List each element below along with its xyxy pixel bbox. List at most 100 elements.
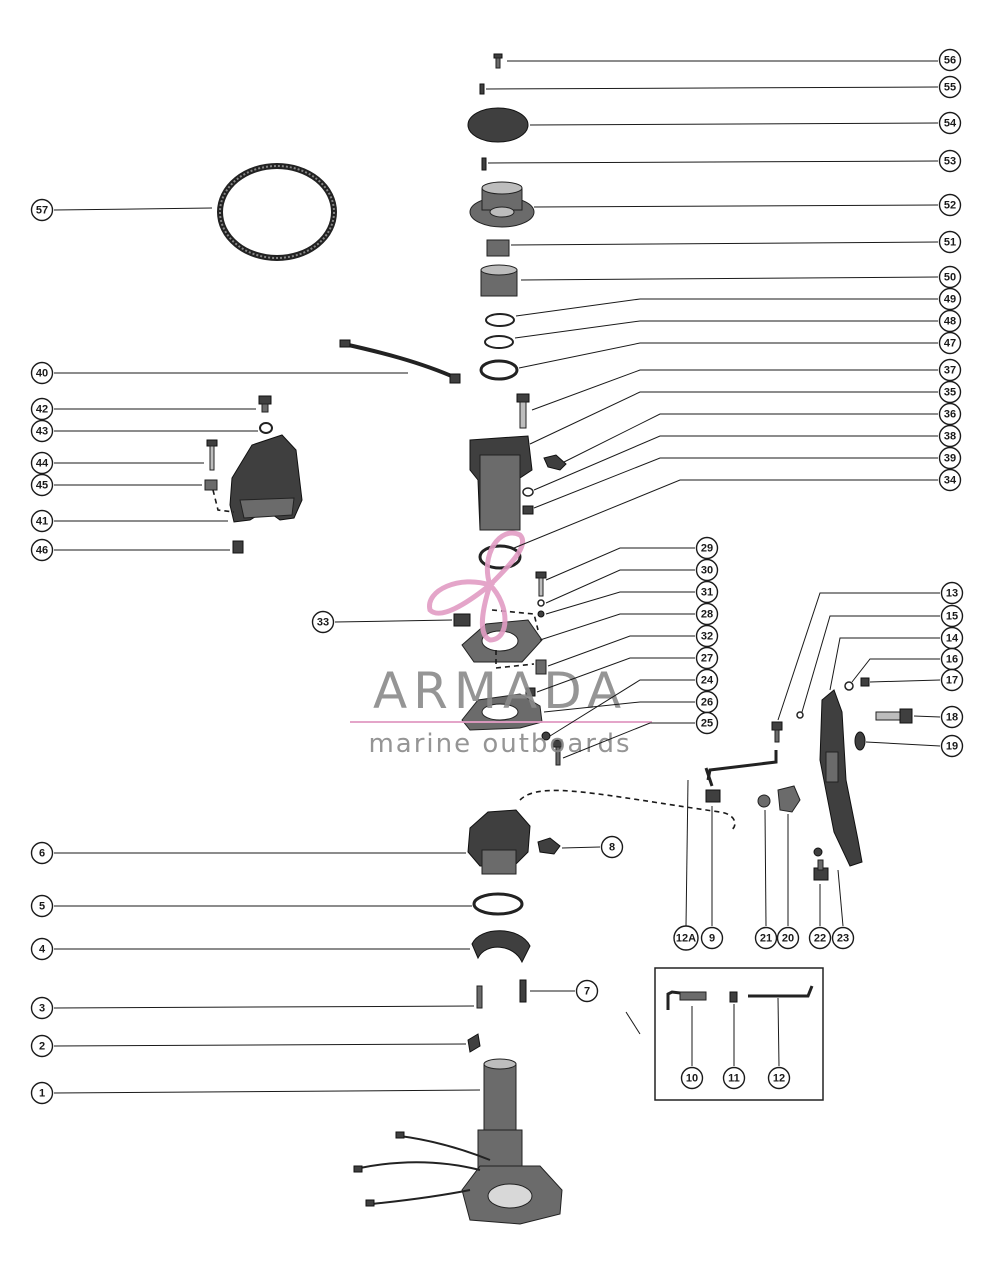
watermark-brand: ARMADA: [373, 662, 627, 720]
callout-bubbles: 5655545352515049484737353638393457404243…: [30, 48, 964, 1105]
callout-label: 27: [701, 653, 713, 665]
part-14-throttle-arm: [819, 689, 863, 867]
callout-30: 30: [695, 558, 719, 582]
callout-label: 22: [814, 933, 826, 945]
callout-label: 43: [36, 426, 48, 438]
callout-label: 53: [944, 156, 956, 168]
callout-circle: [673, 925, 699, 951]
part-17-nut: [860, 677, 870, 687]
part-9-dashed-link: [519, 789, 736, 831]
part-41-dashed-link: [212, 489, 235, 513]
callout-54: 54: [938, 111, 962, 135]
part-28-dashed-link: [491, 609, 539, 669]
callout-label: 28: [701, 609, 713, 621]
callout-circle: [600, 835, 624, 859]
callout-circle: [30, 538, 54, 562]
part-5-o-ring: [472, 892, 524, 916]
part-48-snap-ring: [484, 335, 514, 349]
callout-label: 45: [36, 480, 48, 492]
callout-29: 29: [695, 536, 719, 560]
callout-label: 5: [39, 901, 45, 913]
callout-label: 23: [837, 933, 849, 945]
callout-8: 8: [600, 835, 624, 859]
callout-circle: [30, 473, 54, 497]
callout-circle: [30, 361, 54, 385]
part-23-stud: [813, 859, 829, 881]
callout-label: 1: [39, 1088, 45, 1100]
callout-1: 1: [30, 1081, 54, 1105]
callout-label: 30: [701, 565, 713, 577]
callout-47: 47: [938, 331, 962, 355]
callout-label: 12A: [676, 933, 696, 945]
part-49-snap-ring: [485, 313, 515, 327]
callout-circle: [776, 926, 800, 950]
callout-36: 36: [938, 402, 962, 426]
callout-circle: [30, 397, 54, 421]
callout-circle: [700, 926, 724, 950]
callout-label: 24: [701, 675, 714, 687]
callout-45: 45: [30, 473, 54, 497]
callout-label: 57: [36, 205, 48, 217]
callout-55: 55: [938, 75, 962, 99]
leader-line-31: [545, 591, 695, 615]
callout-label: 13: [946, 588, 958, 600]
part-3-stud: [476, 985, 483, 1009]
leader-line-49: [515, 298, 938, 317]
callout-33: 33: [311, 610, 335, 634]
callout-circle: [938, 331, 962, 355]
callout-31: 31: [695, 580, 719, 604]
callout-label: 2: [39, 1041, 45, 1053]
leader-line-47: [518, 342, 938, 369]
callout-49: 49: [938, 287, 962, 311]
callout-label: 39: [944, 453, 956, 465]
callout-circle: [680, 1066, 704, 1090]
leader-line-48: [514, 320, 938, 339]
callout-label: 16: [946, 654, 958, 666]
callout-circle: [30, 841, 54, 865]
callout-16: 16: [940, 647, 964, 671]
leader-line-28: [539, 613, 695, 641]
callout-label: 41: [36, 516, 48, 528]
callout-12: 12: [767, 1066, 791, 1090]
callout-circle: [754, 926, 778, 950]
leader-line-29: [545, 547, 695, 581]
callout-51: 51: [938, 230, 962, 254]
part-13-link-stud: [771, 721, 783, 743]
part-37-bolt: [516, 393, 530, 429]
leader-line-55: [485, 86, 939, 90]
part-57-belt: [217, 163, 337, 261]
part-9-connector: [705, 789, 721, 803]
callout-circle: [30, 937, 54, 961]
callout-circle: [722, 1066, 746, 1090]
callout-label: 31: [701, 587, 713, 599]
callout-circle: [938, 149, 962, 173]
callout-2: 2: [30, 1034, 54, 1058]
callout-circle: [938, 446, 962, 470]
callout-circle: [938, 75, 962, 99]
callout-circle: [940, 604, 964, 628]
callout-label: 56: [944, 55, 956, 67]
part-32-spacer: [535, 659, 547, 675]
callout-21: 21: [754, 926, 778, 950]
callout-label: 55: [944, 82, 956, 94]
callout-label: 47: [944, 338, 956, 350]
part-56-screw: [493, 53, 503, 69]
callout-label: 32: [701, 631, 713, 643]
part-8-fitting: [537, 837, 561, 855]
callout-label: 18: [946, 712, 958, 724]
callout-14: 14: [940, 626, 964, 650]
callout-circle: [695, 602, 719, 626]
leader-line-12a: [685, 779, 689, 927]
leader-line-30: [545, 569, 695, 604]
callout-label: 9: [709, 933, 715, 945]
callout-label: 10: [686, 1073, 698, 1085]
callout-13: 13: [940, 581, 964, 605]
callout-11: 11: [722, 1066, 746, 1090]
part-30-washer: [537, 599, 545, 607]
leader-line-18: [913, 715, 941, 718]
leader-line-21: [764, 809, 767, 927]
callout-circle: [30, 1081, 54, 1105]
callout-label: 36: [944, 409, 956, 421]
callout-43: 43: [30, 419, 54, 443]
callout-circle: [695, 624, 719, 648]
